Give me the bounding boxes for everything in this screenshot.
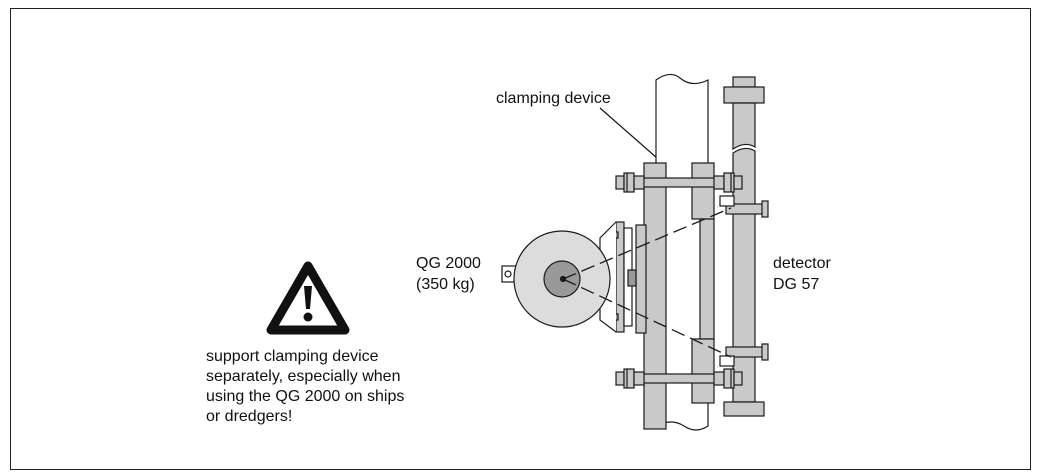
detector-tube [719, 76, 769, 417]
radiation-beam [562, 207, 732, 358]
mounting-plate [599, 221, 637, 333]
top-clamp [615, 172, 743, 193]
warning-text-line2: separately, especially when [206, 368, 400, 385]
detector-label-line2: DG 57 [773, 276, 819, 293]
source-label-line1: QG 2000 [416, 255, 481, 272]
warning-triangle-icon [266, 261, 350, 335]
warning-text-line1: support clamping device [206, 348, 379, 365]
bottom-clamp [615, 368, 743, 389]
clamping-device-label: clamping device [496, 90, 611, 107]
clamp-bars [635, 162, 715, 430]
source-label-line2: (350 kg) [416, 276, 475, 293]
detector-label-line1: detector [773, 255, 831, 272]
figure-frame [10, 8, 1031, 470]
warning-text-line3: using the QG 2000 on ships [206, 388, 404, 405]
apparatus [501, 73, 769, 431]
source-container [501, 230, 611, 328]
warning-text-line4: or dredgers! [206, 408, 292, 425]
